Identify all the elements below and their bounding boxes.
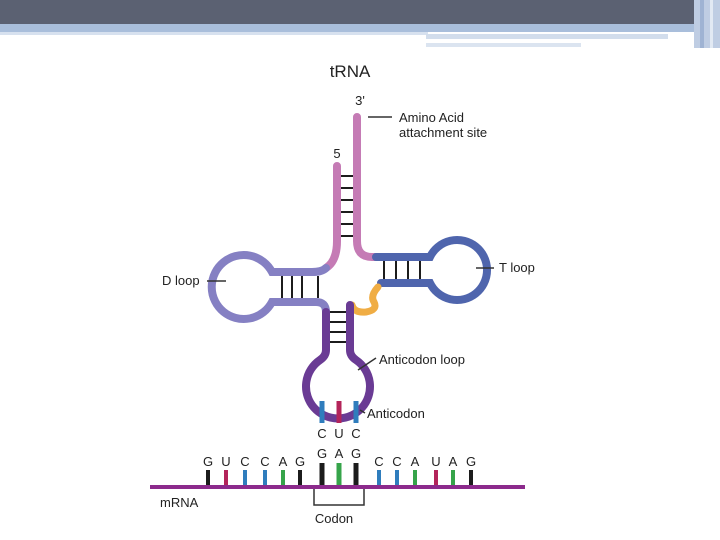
d-arm-base-pairs: [281, 276, 319, 298]
d-loop-strand: [207, 251, 330, 323]
codon-base-letter: A: [335, 446, 344, 461]
codon-bars: [319, 463, 359, 486]
label-leader-lines: [207, 116, 494, 414]
mrna-base-letter: C: [374, 454, 383, 469]
acceptor-strand-5prime: [322, 162, 341, 272]
t-arm-base-pairs: [383, 261, 421, 279]
header-accent-stripe: [710, 0, 713, 48]
d-loop-label: D loop: [162, 273, 200, 288]
anticodon-base-letter: U: [334, 426, 343, 441]
acceptor-strand-3prime: [353, 113, 380, 261]
mrna-base-letter: G: [295, 454, 305, 469]
header-accent-stripe: [0, 32, 428, 35]
acceptor-stem: [322, 113, 380, 272]
five-prime-label: 5: [333, 146, 340, 161]
codon-base-letter: G: [317, 446, 327, 461]
anticodon-arm-base-pairs: [330, 311, 346, 343]
mrna-base-letter: C: [392, 454, 401, 469]
header-accent-block: [694, 0, 720, 48]
mrna-base-letter: G: [466, 454, 476, 469]
amino-acid-label-line1: Amino Acid: [399, 110, 464, 125]
t-arm: [372, 236, 492, 304]
diagram-title: tRNA: [330, 62, 371, 81]
mrna-bars: [206, 470, 473, 486]
t-loop-strand: [372, 236, 492, 304]
mrna-base-letter: A: [449, 454, 458, 469]
mrna-base-letter: G: [203, 454, 213, 469]
mrna-base-letter: C: [240, 454, 249, 469]
anticodon-loop-label: Anticodon loop: [379, 352, 465, 367]
d-arm: [207, 251, 330, 323]
header-accent-stripe: [700, 0, 704, 48]
slide-header-bar: [0, 0, 720, 24]
header-accent-stripe: [426, 34, 668, 39]
codon-bracket: [313, 489, 365, 506]
acceptor-base-pairs: [341, 175, 353, 237]
anticodon-base-letter: C: [351, 426, 360, 441]
mrna-base-letter: U: [221, 454, 230, 469]
codon-label: Codon: [315, 511, 353, 526]
mrna-base-letter: U: [431, 454, 440, 469]
mrna-base-letter: A: [411, 454, 420, 469]
anticodon-base-letter: C: [317, 426, 326, 441]
variable-loop: [348, 283, 382, 316]
three-prime-label: 3': [355, 93, 365, 108]
t-loop-label: T loop: [499, 260, 535, 275]
anticodon-bars: [319, 401, 359, 423]
mrna-base-letter: C: [260, 454, 269, 469]
header-accent-stripe: [426, 43, 581, 47]
amino-acid-label-line2: attachment site: [399, 125, 487, 140]
mrna-label: mRNA: [160, 495, 199, 510]
header-accent-stripe: [0, 24, 700, 32]
codon-base-letter: G: [351, 446, 361, 461]
mrna-base-letter: A: [279, 454, 288, 469]
anticodon-label: Anticodon: [367, 406, 425, 421]
